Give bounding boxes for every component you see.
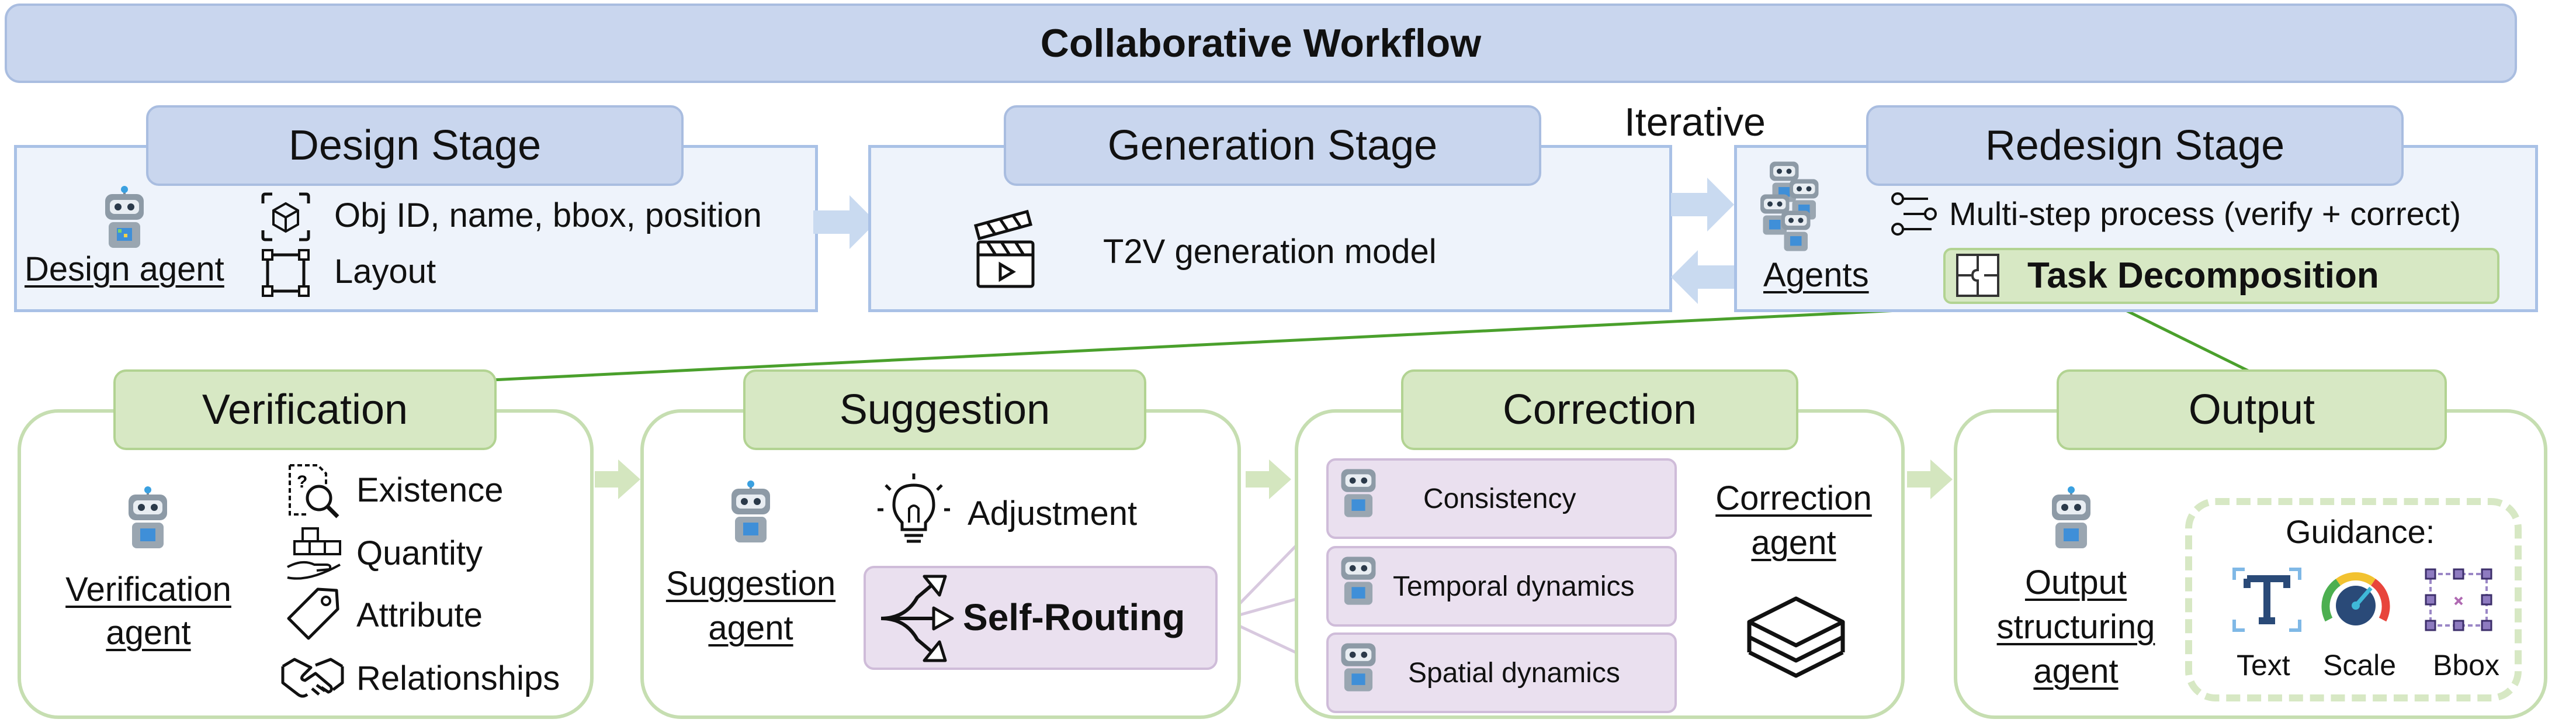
arrow-correction-to-output (1907, 459, 1953, 499)
suggestion-tab: Suggestion (743, 369, 1146, 450)
verification-tab: Verification (113, 369, 497, 450)
verification-item-attribute: Attribute (356, 596, 483, 634)
svg-text:?: ? (297, 472, 307, 492)
guidance-dashed-box (2185, 498, 2522, 701)
consistency-label: Consistency (1423, 483, 1576, 514)
suggestion-box (640, 409, 1241, 719)
correction-agent-label-2: agent (1751, 524, 1836, 562)
arrow-generation-to-redesign (1671, 178, 1734, 231)
design-agent-label: Design agent (25, 250, 224, 288)
relationships-handshake-icon (281, 658, 344, 698)
design-item-layout: Layout (334, 253, 436, 291)
existence-search-icon: ? (289, 464, 339, 518)
generation-stage-label: Generation Stage (1107, 122, 1438, 169)
verification-agent-label-1: Verification (65, 571, 231, 609)
clapperboard-icon (973, 209, 1035, 288)
spatial-robot-icon (1341, 643, 1376, 692)
correction-pill-consistency: Consistency (1326, 458, 1677, 539)
lightbulb-idea-icon (878, 473, 950, 543)
consistency-robot-icon (1341, 469, 1376, 517)
output-agent-label-2: structuring (1996, 608, 2155, 646)
connector-line-right (2102, 298, 2268, 382)
redesign-agents-label: Agents (1763, 256, 1869, 294)
self-routing-label: Self-Routing (963, 596, 1185, 638)
verification-box (18, 409, 594, 719)
scale-gauge-icon (2321, 572, 2390, 625)
arrow-verification-to-suggestion (595, 459, 640, 499)
layers-stack-icon (1747, 596, 1845, 678)
cube-select-icon (261, 192, 310, 241)
banner-title: Collaborative Workflow (1040, 21, 1482, 65)
output-stage-label: Output (2188, 386, 2315, 433)
suggestion-stage-label: Suggestion (839, 386, 1050, 433)
verification-item-quantity: Quantity (356, 534, 483, 572)
verification-item-relationships: Relationships (356, 659, 560, 697)
design-stage-tab: Design Stage (146, 105, 684, 186)
correction-pill-spatial: Spatial dynamics (1326, 632, 1677, 713)
output-agent-label-3: agent (2033, 652, 2119, 690)
guidance-item-scale: Scale (2323, 649, 2397, 682)
suggestion-adjustment-label: Adjustment (968, 495, 1138, 533)
verification-stage-label: Verification (202, 386, 408, 433)
correction-tab: Correction (1401, 369, 1798, 450)
collaborative-workflow-banner: Collaborative Workflow (5, 4, 2517, 83)
bbox-icon (2425, 568, 2492, 631)
suggestion-agent-robot-icon (731, 480, 770, 542)
quantity-boxes-hand-icon (287, 527, 341, 580)
arrow-design-to-generation (813, 195, 876, 249)
suggestion-agent-label-1: Suggestion (665, 565, 836, 603)
routing-arrows-icon (880, 575, 954, 662)
multi-step-process-label: Multi-step process (verify + correct) (1949, 195, 2461, 232)
guidance-label: Guidance: (2286, 513, 2435, 550)
temporal-robot-icon (1341, 556, 1376, 605)
redesign-stage-tab: Redesign Stage (1866, 105, 2404, 186)
verification-item-existence: Existence (356, 471, 504, 509)
task-decomposition-label: Task Decomposition (2027, 255, 2379, 296)
iterative-label: Iterative (1624, 100, 1766, 144)
layout-frame-icon (262, 249, 310, 297)
arrow-suggestion-to-correction (1246, 459, 1291, 499)
text-type-icon (2232, 568, 2301, 632)
task-decomposition-box (1943, 248, 2499, 304)
design-item-objid: Obj ID, name, bbox, position (334, 196, 762, 234)
arrow-redesign-to-generation (1671, 250, 1734, 304)
generation-stage-tab: Generation Stage (1004, 105, 1541, 186)
redesign-stage-label: Redesign Stage (1985, 122, 2285, 169)
agents-group-robot-icon (1760, 161, 1819, 251)
correction-stage-label: Correction (1502, 386, 1697, 433)
design-stage-label: Design Stage (288, 122, 542, 169)
guidance-item-text: Text (2237, 649, 2290, 682)
multi-step-process-icon (1891, 192, 1937, 236)
correction-agent-label-1: Correction (1715, 479, 1872, 517)
output-tab: Output (2057, 369, 2447, 450)
output-agent-robot-icon (2052, 486, 2090, 548)
spatial-dynamics-label: Spatial dynamics (1408, 658, 1620, 689)
temporal-dynamics-label: Temporal dynamics (1393, 571, 1635, 602)
verification-agent-robot-icon (129, 486, 167, 548)
guidance-item-bbox: Bbox (2433, 649, 2499, 682)
output-agent-label-1: Output (2024, 563, 2127, 601)
verification-agent-label-2: agent (106, 614, 191, 652)
correction-pill-temporal: Temporal dynamics (1326, 546, 1677, 627)
suggestion-agent-label-2: agent (708, 609, 793, 647)
puzzle-icon (1956, 254, 1999, 297)
generation-model-label: T2V generation model (1103, 233, 1437, 271)
design-agent-robot-icon (105, 186, 144, 248)
connector-line-left (373, 307, 1934, 388)
attribute-tag-icon (287, 587, 339, 640)
